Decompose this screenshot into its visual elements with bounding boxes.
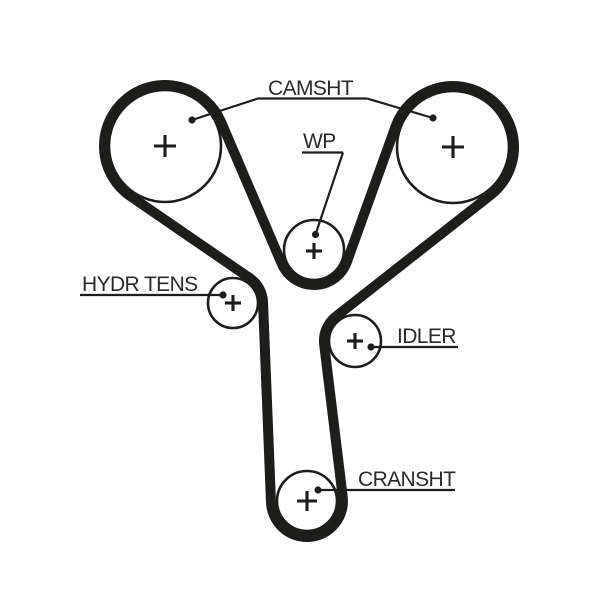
camshaft-label: CAMSHT <box>268 77 354 100</box>
leader-dot <box>429 114 437 122</box>
crankshaft-label: CRANSHT <box>358 468 456 491</box>
leader-dot <box>367 343 375 351</box>
leader-dot <box>219 291 227 299</box>
camshaft-right-center-cross-icon <box>442 136 464 158</box>
idler-callout: IDLER <box>367 325 458 351</box>
camshaft-left-center-cross-icon <box>154 135 176 157</box>
camshaft-right-pulley <box>395 89 511 205</box>
hydraulic-tensioner-pulley <box>206 276 260 330</box>
hydraulic-tensioner-callout: HYDR TENS <box>80 273 227 299</box>
camshaft-left-pulley <box>107 88 223 204</box>
water-pump-callout: WP <box>302 130 345 239</box>
crankshaft-pulley <box>275 469 339 533</box>
idler-center-cross-icon <box>347 333 363 349</box>
water-pump-pulley <box>282 218 346 282</box>
idler-label: IDLER <box>397 325 456 348</box>
water-pump-leader-line <box>314 152 345 235</box>
water-pump-label: WP <box>303 130 336 153</box>
timing-belt <box>99 80 519 542</box>
camshaft-leader-line-right <box>366 97 434 120</box>
idler-pulley <box>327 313 383 369</box>
leader-dot <box>311 230 320 239</box>
camshaft-leader-line-left <box>191 97 259 122</box>
hydraulic-tensioner-center-cross-icon <box>225 295 241 311</box>
leader-dot <box>188 116 196 124</box>
leader-dot <box>314 486 322 494</box>
crankshaft-center-cross-icon <box>297 491 317 511</box>
hydraulic-tensioner-label: HYDR TENS <box>82 273 198 296</box>
water-pump-center-cross-icon <box>306 243 322 259</box>
camshaft-callout: CAMSHT <box>188 77 437 124</box>
crankshaft-callout: CRANSHT <box>314 468 457 494</box>
